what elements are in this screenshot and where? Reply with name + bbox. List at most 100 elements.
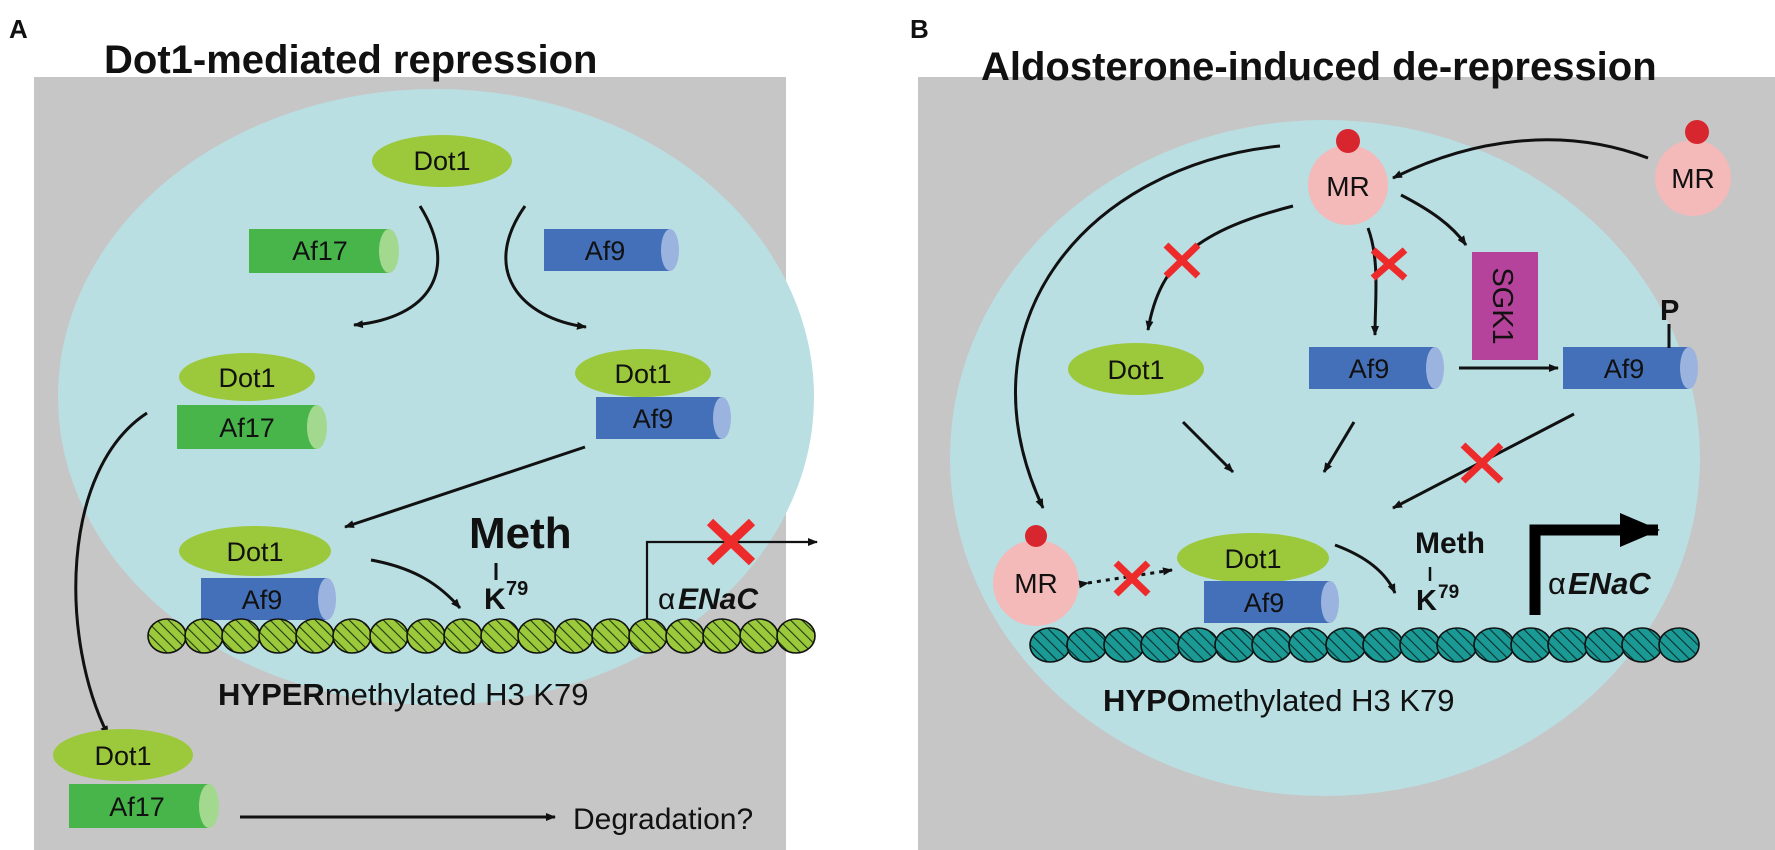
nucleosome bbox=[147, 618, 187, 654]
arrow-dot1-to-af17 bbox=[353, 205, 440, 329]
caption-rest: methylated H3 K79 bbox=[325, 677, 589, 712]
dot1-protein bbox=[372, 135, 512, 187]
arrow-complex-to-chromatin bbox=[344, 445, 586, 529]
bound-af9-label: Af9 bbox=[242, 585, 283, 615]
nucleosome bbox=[1658, 627, 1700, 663]
nucleosome bbox=[702, 618, 742, 654]
phosphate-label: P bbox=[1660, 295, 1679, 327]
dot1-label: Dot1 bbox=[413, 146, 470, 176]
nucleosome-chain-b bbox=[1029, 627, 1700, 663]
dot1-af17-complex-dot1 bbox=[179, 353, 315, 401]
complex-dot1-label-b: Dot1 bbox=[1224, 544, 1281, 574]
nucleosome bbox=[443, 618, 483, 654]
aldosterone-ligand-chromatin bbox=[1025, 525, 1047, 547]
k-superscript-b: 79 bbox=[1438, 582, 1459, 603]
arrow-mr-to-chromatin-mr bbox=[1014, 144, 1281, 509]
gene-alpha: α bbox=[658, 583, 675, 616]
mr-outside-label: MR bbox=[1671, 163, 1715, 194]
nucleosome bbox=[1436, 627, 1478, 663]
arrow-mr-to-sgk1 bbox=[1400, 193, 1468, 246]
nucleosome bbox=[221, 618, 261, 654]
nucleosome bbox=[1473, 627, 1515, 663]
k-superscript: 79 bbox=[506, 578, 528, 600]
aldosterone-ligand-outside bbox=[1685, 120, 1709, 144]
complex-af17-label: Af17 bbox=[219, 413, 275, 443]
nucleosome bbox=[1288, 627, 1330, 663]
complex-af9-label: Af9 bbox=[633, 404, 674, 434]
block-mr-dot1-cross bbox=[1163, 242, 1201, 279]
nucleosome bbox=[1066, 627, 1108, 663]
caption-bold: HYPER bbox=[218, 677, 325, 712]
block-phospho-af9-cross bbox=[1460, 442, 1504, 484]
af9-free-label: Af9 bbox=[1349, 354, 1390, 384]
meth-label: Meth bbox=[469, 509, 572, 558]
nucleosome bbox=[665, 618, 705, 654]
nucleosome bbox=[591, 618, 631, 654]
af9-label: Af9 bbox=[585, 236, 626, 266]
aldosterone-ligand-central bbox=[1336, 129, 1360, 153]
nucleosome bbox=[1103, 627, 1145, 663]
degradation-af17-label: Af17 bbox=[109, 792, 165, 822]
nucleosome bbox=[1325, 627, 1367, 663]
arrow-dot1-to-af9 bbox=[504, 205, 587, 330]
block-mr-af9-cross bbox=[1370, 247, 1408, 281]
nucleosome bbox=[739, 618, 779, 654]
complex-dot1-label-2: Dot1 bbox=[614, 359, 671, 389]
panel-b-caption: HYPOmethylated H3 K79 bbox=[1103, 683, 1455, 718]
nucleosome bbox=[480, 618, 520, 654]
mr-receptor-outside bbox=[1655, 140, 1731, 216]
dot1-free-label: Dot1 bbox=[1107, 355, 1164, 385]
nucleosome bbox=[776, 618, 816, 654]
gene-alpha-b: α bbox=[1548, 566, 1566, 601]
nucleosome bbox=[517, 618, 557, 654]
caption-rest-b: methylated H3 K79 bbox=[1191, 683, 1455, 718]
nucleosome bbox=[554, 618, 594, 654]
af9-phospho-label: Af9 bbox=[1604, 354, 1645, 384]
promoter-arrow-active bbox=[1529, 513, 1660, 615]
complex-dot1-label: Dot1 bbox=[218, 363, 275, 393]
bound-dot1-label: Dot1 bbox=[226, 537, 283, 567]
nucleosome bbox=[295, 618, 335, 654]
nucleosome bbox=[1140, 627, 1182, 663]
panel-b-letter: B bbox=[910, 14, 929, 44]
nucleosome bbox=[369, 618, 409, 654]
nucleosome bbox=[1029, 627, 1071, 663]
nucleosome-chain-a bbox=[147, 618, 816, 654]
panel-a-caption: HYPERmethylated H3 K79 bbox=[218, 677, 588, 712]
meth-label-b: Meth bbox=[1415, 527, 1485, 560]
degradation-label: Degradation? bbox=[573, 803, 753, 836]
nucleosome bbox=[628, 618, 668, 654]
arrow-dot1-to-complex bbox=[1181, 420, 1235, 474]
nucleosome bbox=[406, 618, 446, 654]
arrow-to-degradation-branch bbox=[74, 411, 148, 736]
dot1-free bbox=[1068, 343, 1204, 395]
dot1-af9-complex-dot1 bbox=[575, 349, 711, 397]
nucleosome bbox=[1362, 627, 1404, 663]
degradation-dot1-label: Dot1 bbox=[94, 741, 151, 771]
nucleosome bbox=[1547, 627, 1589, 663]
mr-central-label: MR bbox=[1326, 171, 1370, 202]
nucleosome bbox=[1584, 627, 1626, 663]
panel-a-letter: A bbox=[9, 14, 28, 44]
sgk1-kinase bbox=[1472, 252, 1538, 360]
panel-a: A Dot1-mediated repression Dot1 Af17 Af9… bbox=[9, 14, 818, 850]
gene-label: ENaC bbox=[678, 583, 759, 616]
arrow-mr-to-af9 bbox=[1366, 227, 1380, 336]
bound-dot1 bbox=[179, 526, 331, 576]
mr-receptor-central bbox=[1308, 145, 1388, 225]
arrow-to-methylation-b bbox=[1334, 543, 1397, 594]
k-label: K bbox=[484, 583, 506, 616]
arrow-mr-translocation bbox=[1392, 138, 1649, 180]
block-mr-complex-cross bbox=[1113, 560, 1151, 597]
degradation-dot1 bbox=[53, 729, 193, 781]
gene-label-b: ENaC bbox=[1568, 566, 1651, 601]
nucleosome bbox=[1251, 627, 1293, 663]
promoter-arrow bbox=[645, 538, 818, 628]
caption-bold-b: HYPO bbox=[1103, 683, 1191, 718]
arrow-to-methylation bbox=[370, 558, 462, 609]
mr-chromatin-label: MR bbox=[1014, 568, 1058, 599]
panel-a-title: Dot1-mediated repression bbox=[104, 38, 597, 82]
k-label-b: K bbox=[1416, 585, 1437, 617]
af17-label: Af17 bbox=[292, 236, 348, 266]
